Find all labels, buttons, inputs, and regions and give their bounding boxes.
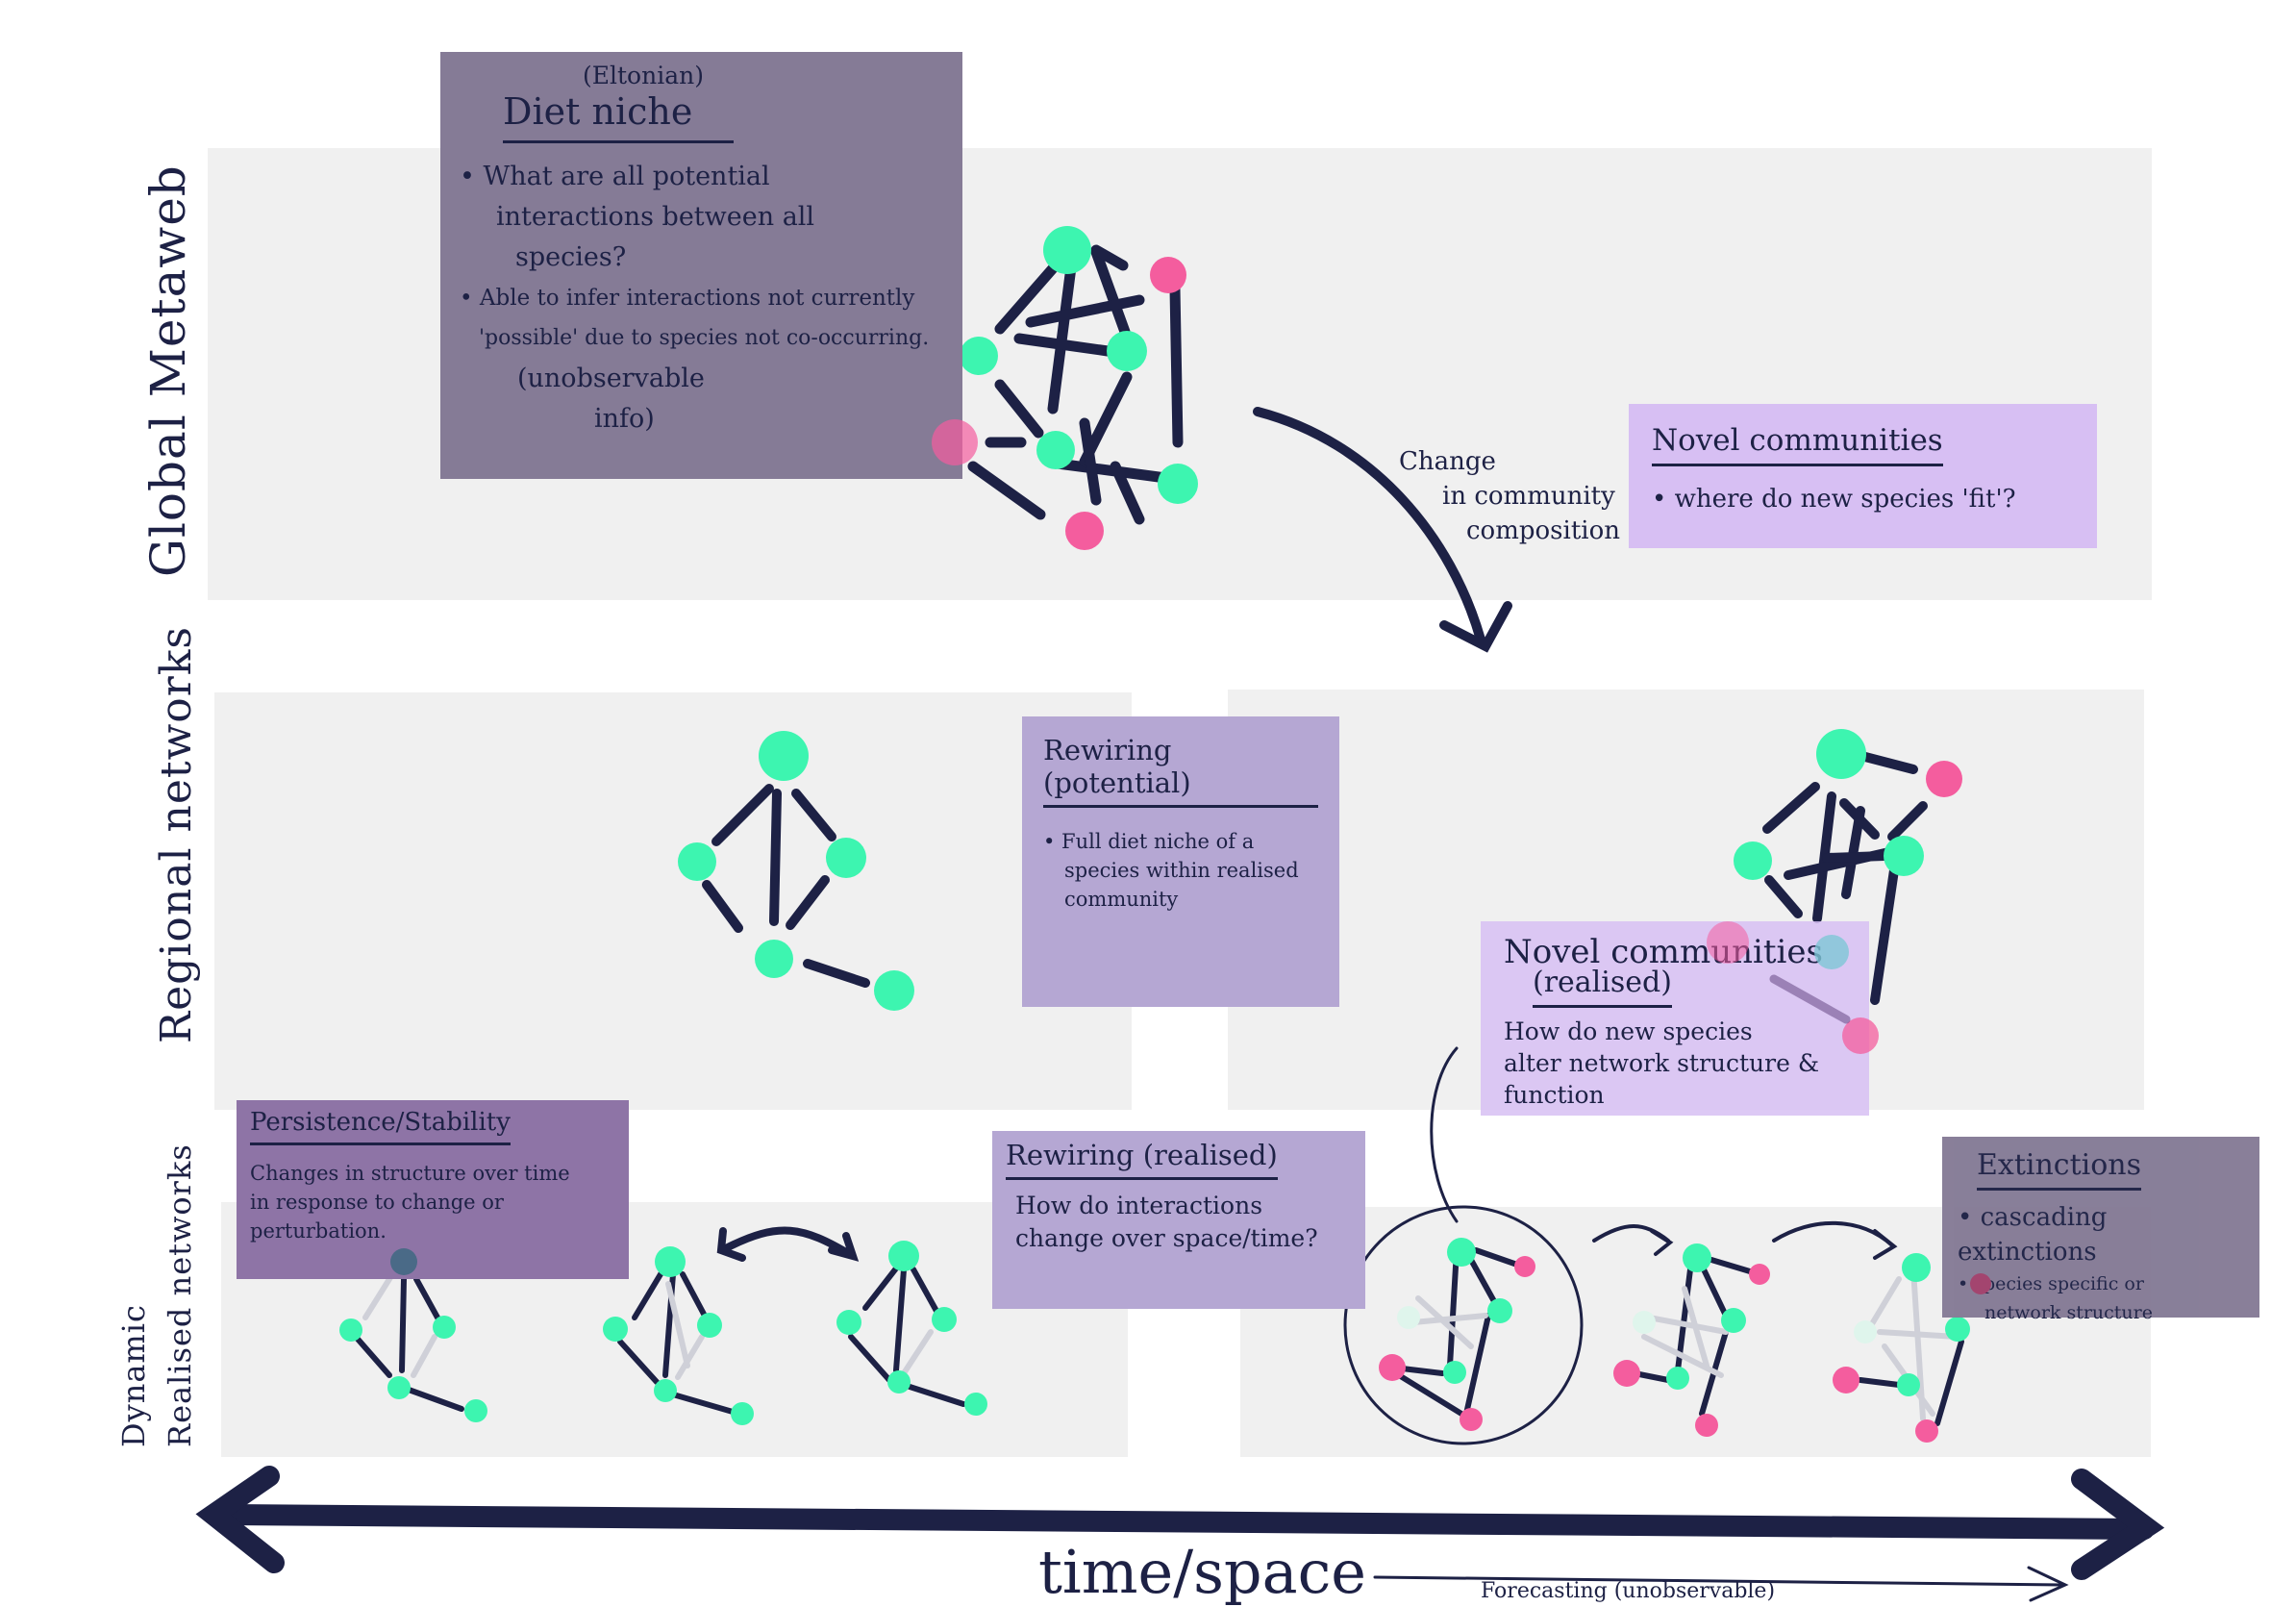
diet-niche-title: Diet niche <box>503 90 734 143</box>
rewiring-potential-note: Rewiring (potential) • Full diet niche o… <box>1022 716 1339 1007</box>
dynamic-network-1-nodes <box>339 1316 487 1422</box>
dynamic-network-5-edges <box>1632 1257 1753 1417</box>
persistence-line1: Changes in structure over time <box>250 1162 570 1185</box>
dynamic-network-3-nodes <box>836 1241 987 1416</box>
rewiring-realised-note: Rewiring (realised) How do interactions … <box>992 1131 1365 1309</box>
extinctions-line1: • cascading extinctions <box>1958 1203 2108 1267</box>
forecasting-label: Forecasting (unobservable) <box>1481 1579 1776 1603</box>
time-space-label: time/space <box>1038 1537 1366 1607</box>
dynamic-network-2-nodes <box>603 1246 754 1425</box>
dynamic-network-3-edges <box>848 1262 966 1407</box>
dynamic-network-1-edges <box>353 1268 464 1412</box>
persistence-title: Persistence/Stability <box>250 1108 511 1145</box>
regional-left-nodes <box>678 731 914 1011</box>
extinctions-title: Extinctions <box>1977 1148 2142 1191</box>
diet-niche-note: (Eltonian) Diet niche • What are all pot… <box>440 52 962 479</box>
global-network-edges <box>967 244 1184 525</box>
regional-right-nodes <box>1734 729 1962 880</box>
regional-right-edges <box>1762 752 1928 1005</box>
change-composition-annotation: Change in community composition <box>1399 447 1620 545</box>
diet-niche-body: • What are all potential interactions be… <box>460 162 930 434</box>
rewiring-realised-line2: change over space/time? <box>1015 1224 1318 1252</box>
rewiring-potential-title: Rewiring (potential) <box>1043 734 1318 808</box>
extinctions-note: Extinctions • cascading extinctions • sp… <box>1942 1137 2259 1323</box>
regional-left-band <box>214 692 1132 1110</box>
extinctions-line3: network structure <box>1984 1302 2153 1323</box>
dynamic-network-2-edges <box>617 1267 736 1415</box>
novel-communities-text: • where do new species 'fit'? <box>1652 485 2016 514</box>
rewiring-realised-title: Rewiring (realised) <box>1006 1139 1278 1180</box>
dynamic-network-6-nodes <box>1833 1253 1970 1443</box>
novel-realised-line2: alter network structure & <box>1504 1049 1820 1077</box>
extinctions-line2: • species specific or <box>1958 1273 2144 1294</box>
novel-communities-title: Novel communities <box>1652 423 1943 466</box>
eltonian-label: (Eltonian) <box>583 62 704 89</box>
rewiring-potential-line2: species within realised <box>1064 859 1299 882</box>
regional-left-edges <box>702 784 870 988</box>
rewiring-realised-line1: How do interactions <box>1015 1192 1263 1219</box>
novel-realised-line3: function <box>1504 1081 1605 1109</box>
dynamic-network-6-edges <box>1858 1267 1964 1426</box>
rewiring-potential-line1: • Full diet niche of a <box>1043 830 1255 853</box>
novel-communities-realised-title: Novel communities <box>1504 933 1823 971</box>
circled-network <box>1343 1205 1584 1445</box>
persistence-line2: in response to change or <box>250 1191 504 1214</box>
novel-communities-realised-note: Novel communities (realised) How do new … <box>1481 921 1869 1116</box>
global-network-nodes <box>960 226 1198 550</box>
dynamic-network-5-nodes <box>1613 1243 1770 1437</box>
novel-communities-realised-sub: (realised) <box>1533 966 1672 1008</box>
rewiring-potential-line3: community <box>1064 888 1179 911</box>
persistence-stability-note: Persistence/Stability Changes in structu… <box>237 1100 629 1279</box>
persistence-line3: perturbation. <box>250 1219 387 1243</box>
novel-communities-note: Novel communities • where do new species… <box>1629 404 2097 548</box>
dynamic-network-4-nodes <box>1379 1238 1535 1431</box>
time-space-axis <box>212 1504 2155 1540</box>
novel-realised-line1: How do new species <box>1504 1017 1753 1045</box>
